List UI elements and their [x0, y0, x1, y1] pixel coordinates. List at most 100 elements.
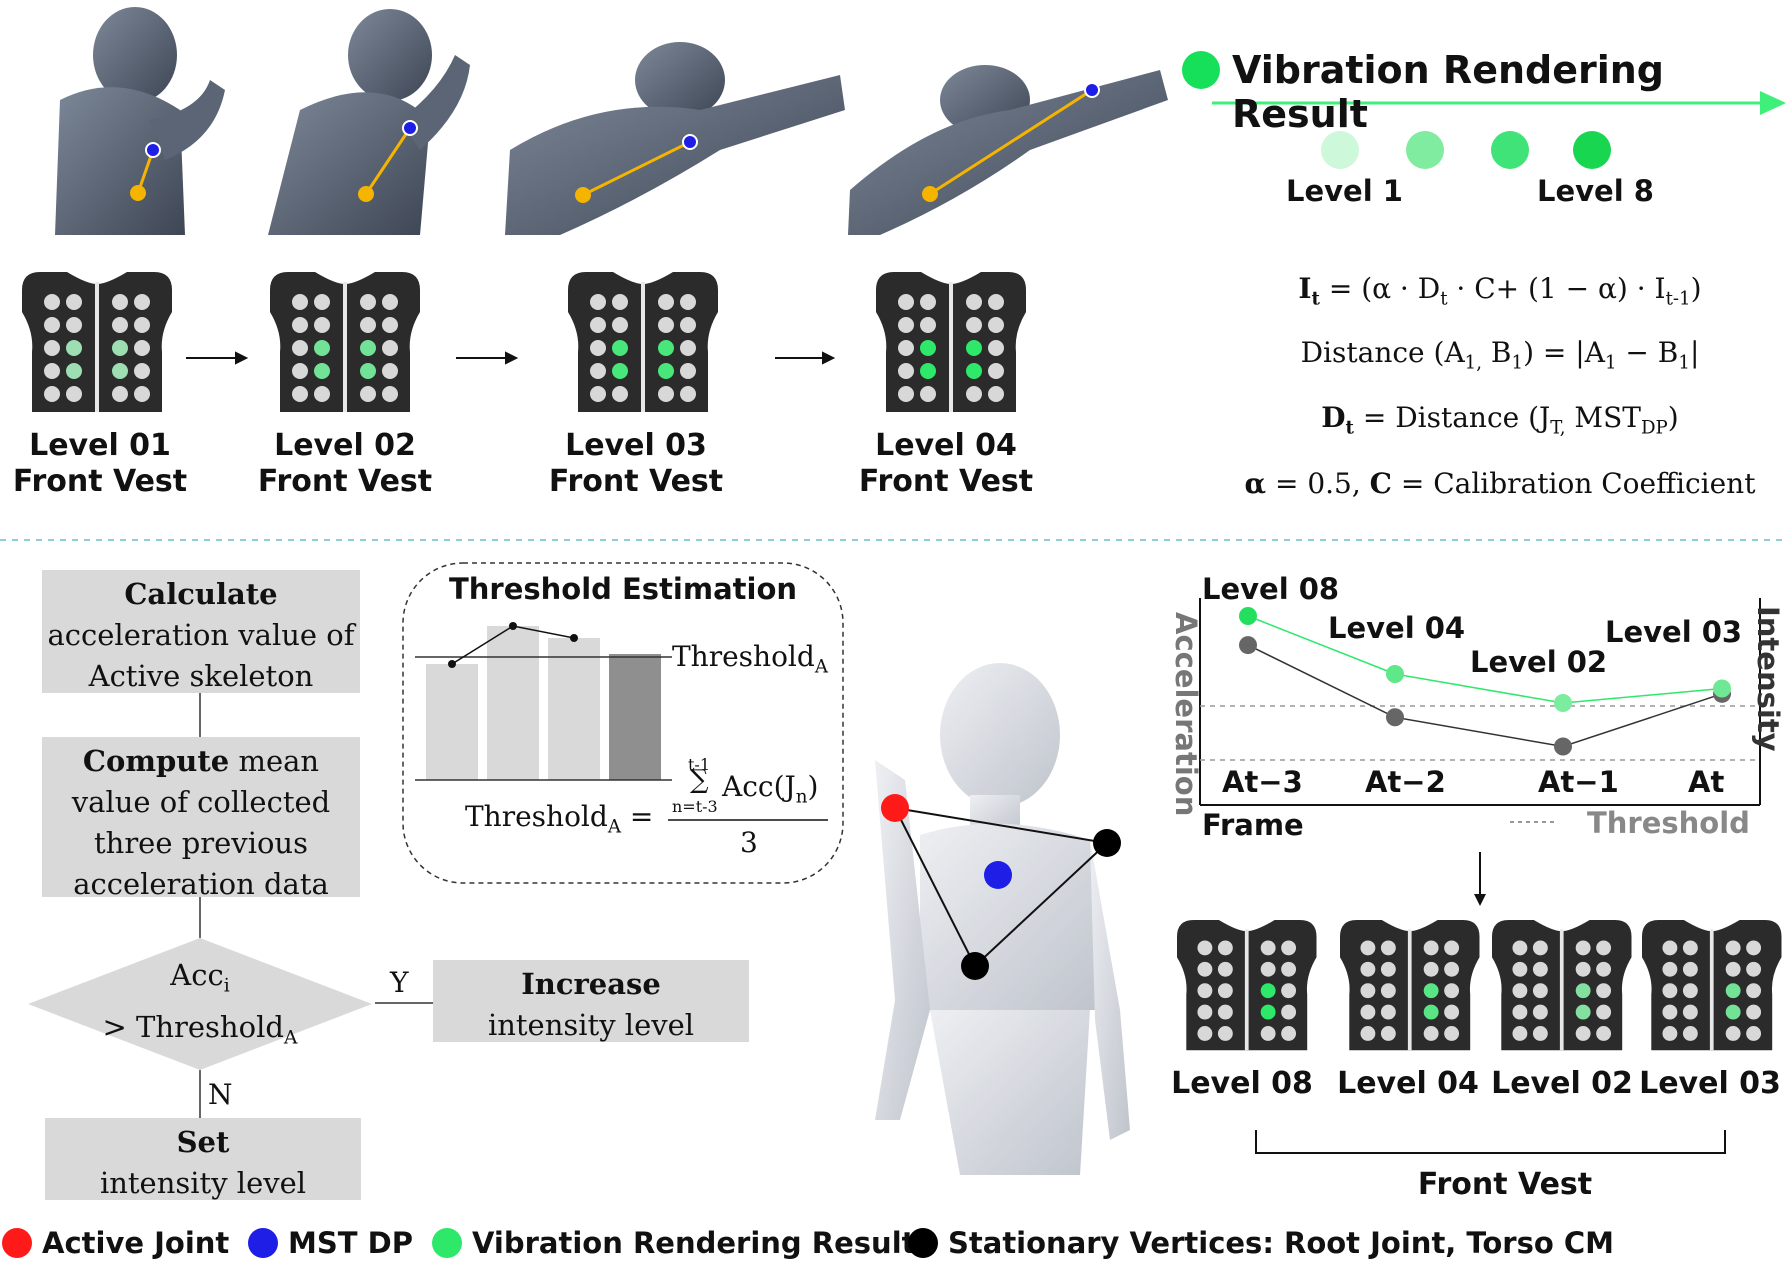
scale-dot-3 [1491, 131, 1529, 169]
motor-active [1423, 1004, 1439, 1020]
motor-idle [1512, 983, 1528, 999]
threshold-legend-label: Threshold [1587, 806, 1750, 840]
top-vest-2 [270, 272, 420, 412]
motor-idle [1380, 1026, 1396, 1041]
denominator: 3 [740, 826, 758, 859]
motor-idle [382, 386, 398, 402]
motor-idle [134, 294, 150, 310]
motor-idle [1217, 940, 1233, 956]
motor-idle [1746, 961, 1762, 977]
motor-active [1725, 1004, 1741, 1020]
threshold-line-label: ThresholdA [672, 640, 828, 678]
yes-label: Y [390, 966, 409, 999]
motor-active [612, 363, 628, 379]
motor-idle [1512, 1004, 1528, 1020]
bottom-group-label: Front Vest [1417, 1167, 1593, 1202]
root-joint-marker [961, 952, 989, 980]
legend-black-dot [908, 1228, 938, 1258]
motor-idle [1725, 940, 1741, 956]
motor-idle [134, 363, 150, 379]
motor-idle [112, 317, 128, 333]
motor-idle [360, 294, 376, 310]
motor-active [1423, 983, 1439, 999]
motor-idle [44, 386, 60, 402]
motor-idle [360, 317, 376, 333]
motor-idle [1682, 961, 1698, 977]
motor-idle [1575, 961, 1591, 977]
motor-idle [920, 386, 936, 402]
motor-idle [658, 317, 674, 333]
motor-idle [1444, 1004, 1460, 1020]
motor-idle [1360, 940, 1376, 956]
acceleration-point-2 [1386, 708, 1404, 727]
motor-idle [898, 317, 914, 333]
motor-idle [988, 340, 1004, 356]
motor-idle [1662, 983, 1678, 999]
motor-idle [1260, 940, 1276, 956]
motor-idle [1217, 1026, 1233, 1041]
motor-active [314, 340, 330, 356]
pose-figure-1 [55, 7, 225, 235]
legend-vibration: Vibration Rendering Result [432, 1226, 916, 1260]
motor-idle [66, 386, 82, 402]
motor-idle [314, 386, 330, 402]
motor-idle [1682, 1004, 1698, 1020]
vibration-title-dot [1182, 51, 1220, 89]
intensity-point-3 [1554, 694, 1572, 712]
motor-idle [292, 317, 308, 333]
motor-idle [680, 363, 696, 379]
motor-idle [44, 340, 60, 356]
motor-idle [134, 340, 150, 356]
motor-idle [1380, 961, 1396, 977]
motor-idle [898, 386, 914, 402]
motor-idle [1260, 1026, 1276, 1041]
no-label: N [208, 1078, 233, 1111]
top-vest-1 [22, 272, 172, 412]
motor-idle [898, 340, 914, 356]
threshold-bars [415, 622, 828, 821]
motor-idle [898, 294, 914, 310]
motor-idle [1575, 940, 1591, 956]
motor-active [966, 363, 982, 379]
motor-idle [1444, 983, 1460, 999]
legend-blue-dot [248, 1228, 278, 1258]
skeleton-triangle [881, 794, 1121, 980]
motor-idle [382, 340, 398, 356]
bottom-vest-4 [1642, 920, 1782, 1051]
bottom-vest-1 [1177, 920, 1317, 1051]
bottom-vest-2 [1340, 920, 1480, 1051]
motor-idle [658, 386, 674, 402]
formula-dt: Dt = Distance (JT, MSTDP) [1321, 401, 1679, 439]
bottom-vest-label-2: Level 04 [1337, 1066, 1479, 1101]
motor-idle [1380, 940, 1396, 956]
motor-idle [1423, 961, 1439, 977]
motor-active [1260, 983, 1276, 999]
motor-idle [1512, 961, 1528, 977]
motor-idle [1197, 940, 1213, 956]
bottom-vest-label-3: Level 02 [1491, 1066, 1633, 1101]
vest-arrows [186, 351, 836, 365]
intensity-level-label-1: Level 08 [1202, 572, 1340, 606]
motor-idle [1532, 983, 1548, 999]
y-left-label: Acceleration [1169, 612, 1203, 817]
motor-idle [1596, 940, 1612, 956]
motor-idle [988, 317, 1004, 333]
front-vest-bracket [1255, 1130, 1726, 1154]
threshold-title: Threshold Estimation [448, 572, 798, 606]
legend-green-dot [432, 1228, 462, 1258]
motor-idle [1217, 1004, 1233, 1020]
motor-idle [1444, 1026, 1460, 1041]
motor-idle [1662, 940, 1678, 956]
formula-alpha: α = 0.5, C = Calibration Coefficient [1244, 467, 1756, 500]
motor-active [112, 363, 128, 379]
intensity-point-1 [1239, 607, 1257, 625]
motor-idle [1197, 1026, 1213, 1041]
legend-mst-dp: MST DP [248, 1226, 413, 1260]
motor-idle [1444, 940, 1460, 956]
motor-idle [1423, 940, 1439, 956]
motor-idle [1746, 1026, 1762, 1041]
motor-idle [966, 294, 982, 310]
motor-active [612, 340, 628, 356]
motor-idle [1360, 983, 1376, 999]
